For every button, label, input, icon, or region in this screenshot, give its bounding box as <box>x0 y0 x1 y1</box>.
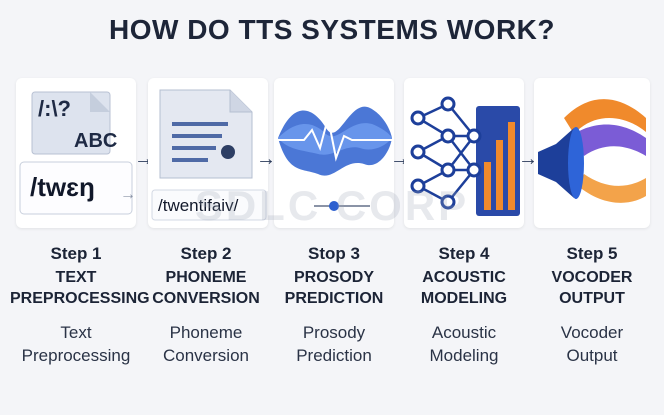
step-description: Vocoder <box>560 323 624 342</box>
prosody-prediction-panel <box>274 78 394 228</box>
step-heading: MODELING <box>420 290 508 307</box>
watermark-text: SDLC CORP <box>194 182 470 229</box>
step-description: Prosody <box>302 323 366 342</box>
step-heading: OUTPUT <box>559 290 625 307</box>
step-description: Output <box>566 346 618 365</box>
step-description: Modeling <box>429 346 499 365</box>
step-heading: CONVERSION <box>152 290 260 307</box>
step-description: Conversion <box>163 346 249 365</box>
step-heading: PREDICTION <box>284 290 384 307</box>
arrow-right-icon: → <box>518 148 538 170</box>
step-description: Prediction <box>296 346 372 365</box>
page-title: HOW DO TTS SYSTEMS WORK? <box>109 14 555 45</box>
step-heading: PROSODY <box>293 269 374 286</box>
step-heading: TEXT <box>55 269 97 286</box>
step-description: Phoneme <box>169 323 243 342</box>
speaker-waves-icon <box>538 99 646 203</box>
vocoder-output-panel <box>534 78 650 228</box>
step-heading: VOCODER <box>551 269 633 286</box>
word-text: /twɛŋ <box>30 172 95 202</box>
step-4-column: Step 4 ACOUSTIC MODELING Acoustic Modeli… <box>398 244 530 367</box>
neural-network-icon <box>410 96 520 216</box>
step-number: Step 4 <box>438 244 490 263</box>
symbols-text: /:\? <box>38 96 71 121</box>
step-number: Step 5 <box>566 244 618 263</box>
step-5-column: Step 5 VOCODER OUTPUT Vocoder Output <box>526 244 658 367</box>
step-number: Stop 3 <box>308 244 360 263</box>
phoneme-conversion-panel: /twentifaiv/ <box>148 78 268 228</box>
waveform-icon <box>278 106 392 211</box>
arrow-right-icon: → <box>256 148 276 170</box>
step-heading: PHONEME <box>165 269 247 286</box>
step-description: Text <box>60 323 92 342</box>
document-lines-icon <box>151 89 267 221</box>
step-2-column: Step 2 PHONEME CONVERSION Phoneme Conver… <box>140 244 272 367</box>
step-heading: ACOUSTIC <box>422 269 506 286</box>
acoustic-modeling-panel <box>404 78 524 228</box>
step-description: Preprocessing <box>21 346 131 365</box>
step-number: Step 1 <box>50 244 102 263</box>
abc-text: ABC <box>74 130 118 152</box>
document-text-icon <box>19 91 133 215</box>
step-heading: PREPROCESSING <box>10 290 150 307</box>
text-preprocessing-panel: /:\? ABC /twɛŋ <box>16 78 136 228</box>
phonetic-text: /twentifaiv/ <box>158 196 239 215</box>
step-description: Acoustic <box>431 323 497 342</box>
step-3-column: Stop 3 PROSODY PREDICTION Prosody Predic… <box>268 244 400 367</box>
step-number: Step 2 <box>180 244 232 263</box>
arrow-right-icon: → <box>120 186 136 203</box>
step-1-column: Step 1 TEXT PREPROCESSING Text Preproces… <box>10 244 150 367</box>
